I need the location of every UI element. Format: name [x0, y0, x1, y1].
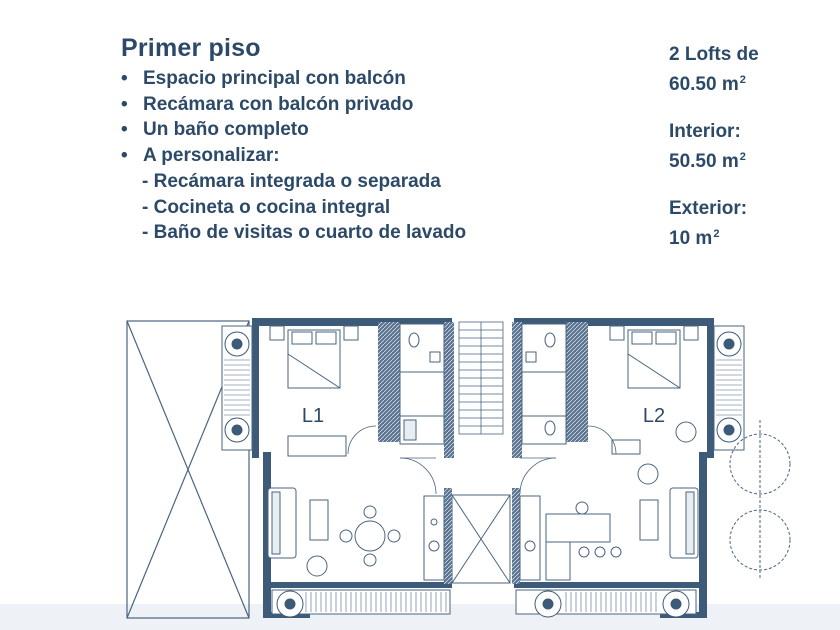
bullet: •	[121, 145, 128, 167]
interior-label: Interior:	[669, 121, 741, 143]
interior-walls	[378, 322, 588, 584]
railing-lines	[224, 359, 742, 612]
feature-item: • Un baño completo	[121, 117, 466, 143]
exterior-area: 10 m2	[669, 227, 720, 249]
bathroom-right	[521, 323, 567, 445]
feature-item: • Espacio principal con balcón	[121, 66, 466, 92]
staircase	[458, 321, 504, 435]
interior-area: 50.50 m2	[669, 150, 746, 172]
feature-text: Recámara con balcón privado	[143, 93, 414, 115]
feature-subitem: - Recámara integrada o separada	[121, 169, 466, 195]
feature-item: • Recámara con balcón privado	[121, 92, 466, 118]
feature-text: - Baño de visitas o cuarto de lavado	[142, 222, 467, 244]
bullet: •	[121, 68, 128, 89]
furniture	[267, 421, 699, 581]
bed-left	[269, 325, 359, 389]
bed-right	[609, 325, 699, 389]
feature-text: A personalizar:	[143, 145, 280, 167]
total-area: 60.50 m2	[669, 73, 746, 95]
bullet: •	[121, 119, 128, 141]
area-summary: 2 Lofts de 60.50 m2 Interior: 50.50 m2 E…	[669, 42, 759, 249]
feature-text: Espacio principal con balcón	[143, 68, 406, 89]
feature-text: - Cocineta o cocina integral	[142, 196, 391, 218]
unit-label-l2: L2	[643, 405, 665, 427]
feature-text: - Recámara integrada o separada	[142, 170, 441, 192]
section-title: Primer piso	[121, 34, 261, 62]
doors	[347, 425, 617, 495]
lofts-count: 2 Lofts de	[669, 44, 759, 65]
trees	[729, 420, 791, 580]
shrubs	[224, 331, 742, 618]
feature-item: • A personalizar:	[121, 143, 466, 169]
bullet: •	[121, 93, 128, 115]
exterior-label: Exterior:	[669, 198, 748, 220]
feature-list: • Espacio principal con balcón • Recámara …	[121, 66, 466, 246]
unit-label-l1: L1	[302, 405, 324, 427]
elevator-shaft	[451, 494, 511, 584]
bathroom-left	[399, 323, 445, 445]
feature-subitem: - Baño de visitas o cuarto de lavado	[121, 220, 466, 246]
feature-subitem: - Cocineta o cocina integral	[121, 195, 466, 221]
feature-text: Un baño completo	[143, 119, 309, 141]
